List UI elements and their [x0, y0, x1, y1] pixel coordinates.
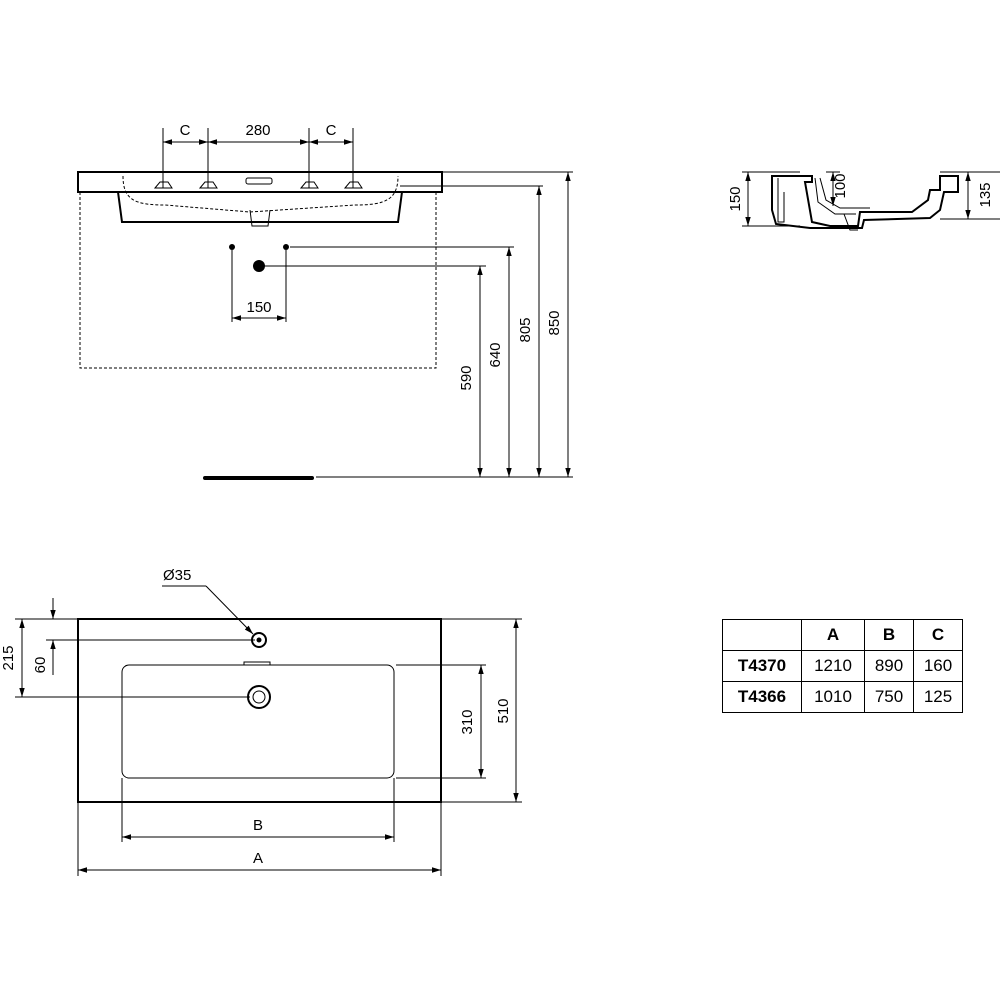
spec-table-header-row: A B C	[722, 619, 963, 651]
side-view: 150 100 135	[727, 171, 1000, 231]
bowl-plan-outline	[121, 664, 395, 779]
supply-point-left	[229, 244, 235, 250]
side-profile-outline	[771, 175, 959, 229]
dim-label-tap-spacing: 280	[245, 122, 270, 139]
dim-label-side-135: 135	[977, 182, 994, 207]
spec-value-c: 160	[913, 650, 963, 682]
leader-tap-hole	[205, 585, 254, 635]
dim-label-850: 850	[546, 310, 563, 335]
basin-plan-outline	[77, 618, 442, 803]
spec-value-a: 1010	[801, 681, 865, 713]
spec-value-b: 890	[864, 650, 914, 682]
tap-hole-markers	[153, 181, 363, 189]
plan-view: Ø35 215 60 310 510 B A	[0, 567, 522, 876]
cabinet-hidden-outline	[79, 192, 437, 369]
dim-label-805: 805	[517, 317, 534, 342]
spec-header-c: C	[913, 619, 963, 651]
dim-label-c-left: C	[180, 122, 191, 139]
spec-header-b: B	[864, 619, 914, 651]
dim-label-side-100: 100	[832, 173, 849, 198]
spec-table: A B C T4370 1210 890 160 T4366 1010 750 …	[722, 619, 963, 713]
dim-label-side-150: 150	[727, 186, 744, 211]
dim-label-60: 60	[32, 657, 49, 674]
dim-label-a: A	[253, 850, 263, 867]
dim-label-b: B	[253, 817, 263, 834]
waste-hole	[247, 685, 271, 709]
dim-label-215: 215	[0, 645, 17, 670]
table-row: T4366 1010 750 125	[722, 681, 963, 713]
spec-header-blank	[722, 619, 802, 651]
waste-outlet	[249, 209, 271, 227]
spec-model: T4366	[722, 681, 802, 713]
dim-label-waste-offset: 150	[246, 299, 271, 316]
spec-value-a: 1210	[801, 650, 865, 682]
table-row: T4370 1210 890 160	[722, 650, 963, 682]
spec-model: T4370	[722, 650, 802, 682]
supply-point-right	[283, 244, 289, 250]
overflow-slot	[245, 177, 273, 185]
basin-top-slab	[77, 171, 443, 193]
front-view: C 280 C 150 590 640 805 850	[77, 122, 573, 480]
waste-point	[253, 260, 265, 272]
bowl-inner-hidden-line	[122, 175, 399, 213]
dim-label-310: 310	[459, 709, 476, 734]
spec-header-a: A	[801, 619, 865, 651]
dim-label-510: 510	[495, 698, 512, 723]
dim-label-tap-diameter: Ø35	[163, 567, 191, 584]
dim-label-590: 590	[458, 365, 475, 390]
spec-value-c: 125	[913, 681, 963, 713]
basin-bowl-outline	[117, 191, 403, 223]
spec-value-b: 750	[864, 681, 914, 713]
dim-label-c-right: C	[326, 122, 337, 139]
dim-label-640: 640	[487, 342, 504, 367]
